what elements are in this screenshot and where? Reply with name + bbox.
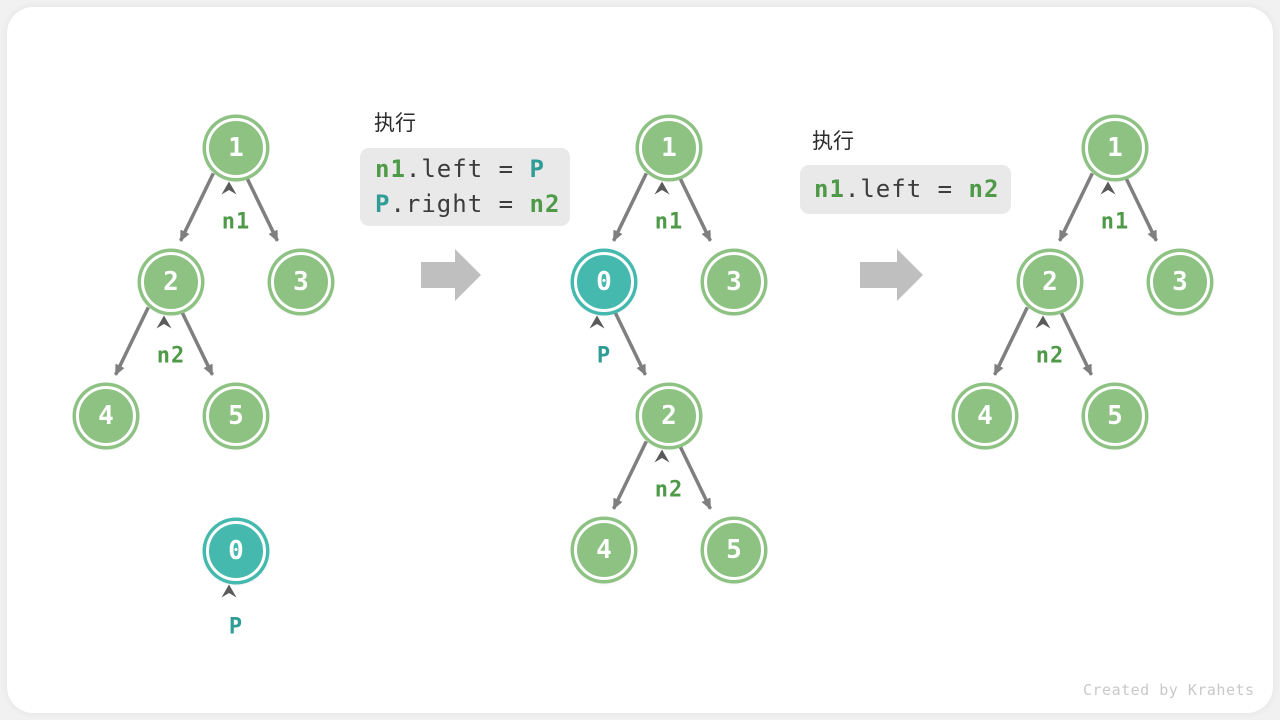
pointer-carets	[156, 181, 1116, 598]
edge-2-to-4	[612, 440, 648, 510]
code-token-n1: n1	[814, 175, 845, 203]
tree-inserted-node-1: 1	[639, 118, 699, 178]
up-caret-icon	[654, 449, 670, 463]
tree-initial-edges	[114, 172, 279, 376]
pointer-label-n1: n1	[1100, 209, 1130, 235]
code-line: P.right = n2	[375, 187, 560, 222]
edge-1-to-2	[179, 172, 215, 242]
pointer-label-n1: n1	[654, 209, 684, 235]
code-token-n2: n2	[968, 175, 1000, 203]
watermark: Created by Krahets	[1083, 681, 1255, 699]
step1-title: 执行	[374, 111, 416, 135]
pointer-label-p: P	[228, 614, 244, 640]
transition-arrow-icon	[860, 249, 923, 301]
tree-restored-node-2: 2	[1020, 252, 1080, 312]
pointer-label-n1: n1	[221, 209, 251, 235]
code-token: .right =	[390, 190, 530, 218]
code-token-n1: n1	[375, 155, 406, 183]
pointer-label-p: P	[596, 343, 612, 369]
tree-inserted-node-0: 0	[574, 252, 634, 312]
tree-initial-node-2: 2	[141, 252, 201, 312]
step2-title: 执行	[812, 129, 854, 153]
code-token-p: P	[529, 155, 545, 183]
diagram-card: 1 2 3 4 5 n1 n2 0 P 执行 n1.left = P P.rig…	[7, 7, 1273, 713]
edge-1-to-3	[243, 172, 279, 242]
edge-1-to-2	[1058, 172, 1094, 242]
pointer-label-n2: n2	[156, 343, 186, 369]
step2-code-block: n1.left = n2	[800, 165, 1012, 214]
edge-2-to-5	[178, 306, 214, 376]
tree-restored-node-1: 1	[1085, 118, 1145, 178]
tree-restored-node-4: 4	[955, 386, 1015, 446]
edge-2-to-4	[114, 306, 150, 376]
tree-initial-node-3: 3	[271, 252, 331, 312]
up-caret-icon	[654, 181, 670, 195]
code-token: .left =	[405, 155, 530, 183]
tree-initial-node-5: 5	[206, 386, 266, 446]
tree-restored-edges	[993, 172, 1158, 376]
transition-arrow-icon	[421, 249, 481, 301]
pointer-label-n2: n2	[1035, 343, 1065, 369]
up-caret-icon	[221, 181, 237, 195]
tree-inserted-node-5: 5	[704, 520, 764, 580]
up-caret-icon	[1100, 181, 1116, 195]
tree-initial-node-1: 1	[206, 118, 266, 178]
tree-initial-node-4: 4	[76, 386, 136, 446]
up-caret-icon	[589, 315, 605, 329]
up-caret-icon	[221, 584, 237, 598]
code-line: n1.left = n2	[814, 172, 999, 207]
code-token-p: P	[375, 190, 391, 218]
edges-layer	[114, 172, 1158, 598]
tree-restored-node-5: 5	[1085, 386, 1145, 446]
edge-1-to-3	[676, 172, 712, 242]
edge-2-to-4	[993, 306, 1029, 376]
tree-inserted-node-2: 2	[639, 386, 699, 446]
pointer-label-n2: n2	[654, 477, 684, 503]
code-token: .left =	[844, 175, 969, 203]
edge-1-to-0	[612, 172, 648, 242]
edge-2-to-5	[676, 440, 712, 510]
up-caret-icon	[1035, 315, 1051, 329]
tree-inserted-node-3: 3	[704, 252, 764, 312]
edge-1-to-3	[1122, 172, 1158, 242]
detached-node-p: 0	[206, 521, 266, 581]
up-caret-icon	[156, 315, 172, 329]
step1-code-block: n1.left = P P.right = n2	[360, 148, 571, 226]
tree-inserted-node-4: 4	[574, 520, 634, 580]
edge-2-to-5	[1057, 306, 1093, 376]
tree-inserted-edges	[611, 172, 712, 510]
edge-0-to-2	[611, 306, 647, 376]
code-line: n1.left = P	[375, 152, 560, 187]
tree-restored-node-3: 3	[1150, 252, 1210, 312]
code-token-n2: n2	[529, 190, 561, 218]
